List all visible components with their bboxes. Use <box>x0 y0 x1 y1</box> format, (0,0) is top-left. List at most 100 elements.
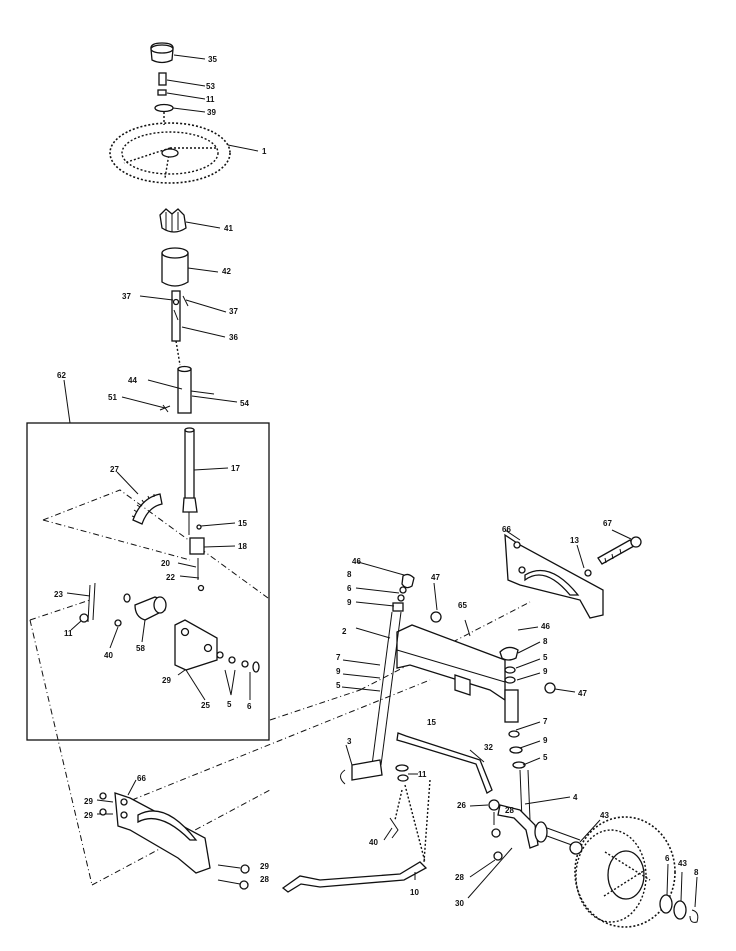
callout: 9 <box>336 667 341 676</box>
callout: 29 <box>260 862 269 871</box>
bracket-bolt <box>576 529 642 577</box>
callout: 42 <box>222 267 231 276</box>
steering-wheel <box>109 122 259 184</box>
callout: 41 <box>224 224 233 233</box>
callout: 65 <box>458 601 467 610</box>
steering-knuckle <box>497 804 581 849</box>
lower-bracket-bolts <box>217 864 250 890</box>
callout: 17 <box>231 464 240 473</box>
callout: 9 <box>543 667 548 676</box>
side-bracket <box>66 582 122 649</box>
callout: 7 <box>336 653 341 662</box>
right-spindle <box>499 626 576 821</box>
callout: 28 <box>505 806 514 815</box>
mounting-plate <box>174 619 260 701</box>
callout: 11 <box>64 629 73 638</box>
callout: 40 <box>369 838 378 847</box>
axle-bracket-right <box>504 529 604 619</box>
cap-fastener <box>157 72 206 100</box>
sub-assembly-box <box>26 379 270 741</box>
tie-rod <box>396 732 500 825</box>
callout: 40 <box>104 651 113 660</box>
callout: 5 <box>543 653 548 662</box>
callout: 11 <box>418 770 427 779</box>
callout: 15 <box>427 718 436 727</box>
sector-gear <box>116 471 163 525</box>
callout: 39 <box>207 108 216 117</box>
callout: 26 <box>457 801 466 810</box>
callout: 37 <box>122 292 131 301</box>
spindle-nut <box>430 582 442 623</box>
callout: 10 <box>410 888 419 897</box>
left-spindle <box>340 561 415 785</box>
callout: 3 <box>347 737 352 746</box>
callout: 47 <box>431 573 440 582</box>
callout: 11 <box>206 95 215 104</box>
callout: 28 <box>455 873 464 882</box>
lower-shaft <box>182 427 229 513</box>
callout: 4 <box>573 793 578 802</box>
callout: 25 <box>201 701 210 710</box>
shaft-coupler <box>121 365 238 414</box>
callout: 36 <box>229 333 238 342</box>
callout: 46 <box>541 622 550 631</box>
callout: 28 <box>260 875 269 884</box>
callout: 54 <box>240 399 249 408</box>
callout: 15 <box>238 519 247 528</box>
callout: 27 <box>110 465 119 474</box>
callout: 66 <box>137 774 146 783</box>
callout: 22 <box>166 573 175 582</box>
callout: 67 <box>603 519 612 528</box>
callout: 29 <box>84 811 93 820</box>
steering-gear <box>159 208 221 233</box>
mounting-plane-outline <box>29 489 269 621</box>
callout: 66 <box>502 525 511 534</box>
pinion-hardware <box>177 512 236 592</box>
callout: 23 <box>54 590 63 599</box>
callout-labels: 35 53 11 39 1 41 42 37 37 36 62 44 51 54… <box>54 55 699 908</box>
link-hardware <box>383 764 418 841</box>
steering-shaft <box>139 290 227 366</box>
callout: 5 <box>543 753 548 762</box>
wheel-washers <box>659 863 699 923</box>
callout: 44 <box>128 376 137 385</box>
callout: 29 <box>162 676 171 685</box>
callout: 43 <box>600 811 609 820</box>
callout: 51 <box>108 393 117 402</box>
column-bushing <box>161 247 219 287</box>
callout: 1 <box>262 147 267 156</box>
callout: 8 <box>347 570 352 579</box>
callout: 9 <box>543 736 548 745</box>
callout: 58 <box>136 644 145 653</box>
callout: 62 <box>57 371 66 380</box>
callout: 47 <box>578 689 587 698</box>
callout: 18 <box>238 542 247 551</box>
axle-bracket-left <box>96 779 211 874</box>
callout: 6 <box>347 584 352 593</box>
callout: 30 <box>455 899 464 908</box>
callout: 43 <box>678 859 687 868</box>
callout: 5 <box>336 681 341 690</box>
callout: 13 <box>570 536 579 545</box>
drag-link <box>281 779 431 893</box>
steering-cap <box>150 42 206 64</box>
callout: 5 <box>227 700 232 709</box>
callout: 46 <box>352 557 361 566</box>
front-tire <box>569 816 676 928</box>
front-axle-beam <box>396 619 506 702</box>
callout: 7 <box>543 717 548 726</box>
lower-fasteners <box>467 828 513 899</box>
callout: 9 <box>347 598 352 607</box>
bearing-sleeve <box>123 593 167 643</box>
callout: 29 <box>84 797 93 806</box>
callout: 8 <box>694 868 699 877</box>
callout: 20 <box>161 559 170 568</box>
callout: 8 <box>543 637 548 646</box>
callout: 2 <box>342 627 347 636</box>
callout: 53 <box>206 82 215 91</box>
callout: 32 <box>484 743 493 752</box>
callout: 6 <box>247 702 252 711</box>
callout: 6 <box>665 854 670 863</box>
callout: 37 <box>229 307 238 316</box>
